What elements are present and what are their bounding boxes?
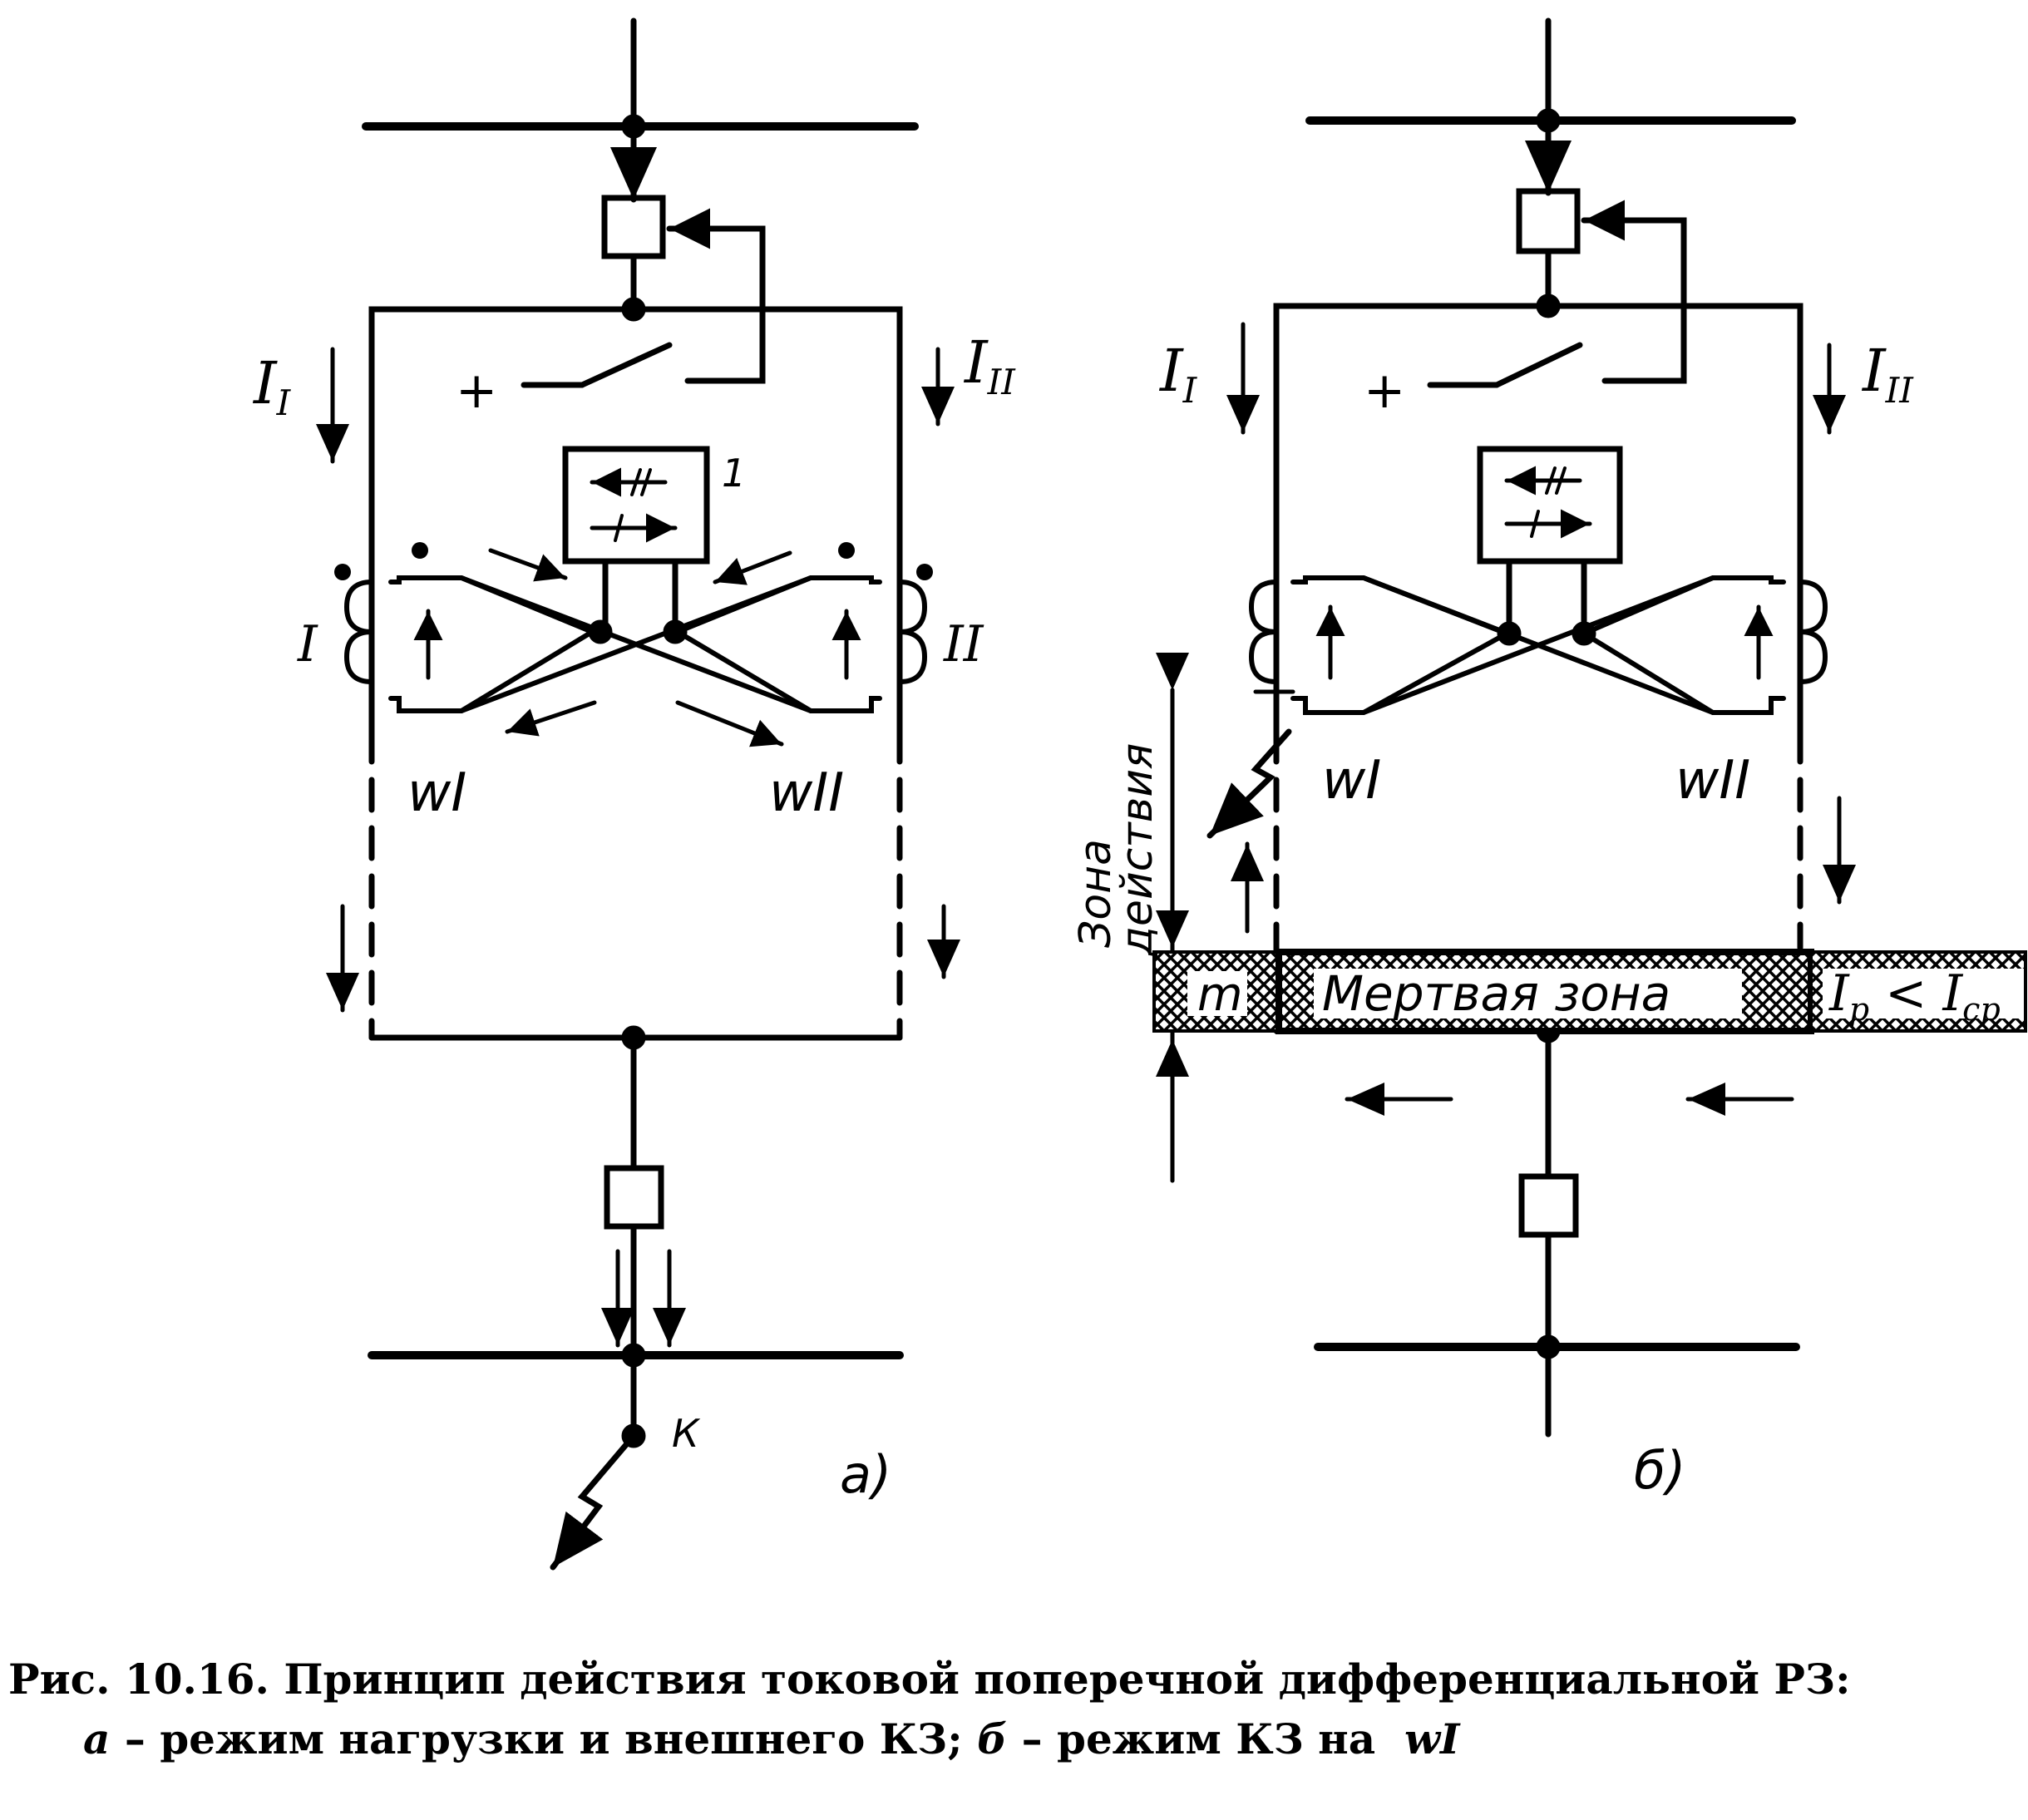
legend-a-text: – режим нагрузки и внешнего КЗ; <box>110 1714 978 1763</box>
inequality-label: Iр < Iср <box>1828 964 2001 1028</box>
line-wI-label-b: wI <box>1322 750 1381 811</box>
line-wII-label-a: wII <box>769 762 844 824</box>
ct-coil-II-a <box>897 580 928 684</box>
line-wII-label-b: wII <box>1675 750 1750 811</box>
panel-label-b: б) <box>1634 1440 1685 1501</box>
fault-arrow-a <box>550 1433 637 1571</box>
bottom-breaker-a <box>604 1165 664 1230</box>
line-wI-label-a: wI <box>407 762 466 824</box>
trip-circuit-a <box>666 208 766 384</box>
ct-coil-I-a <box>343 580 374 684</box>
current-II-label-a: III <box>963 328 1016 402</box>
legend-b-winding: wI <box>1404 1714 1460 1763</box>
figure-title: Принцип действия токовой поперечной дифф… <box>284 1655 1851 1704</box>
relay-number-label: 1 <box>722 451 746 496</box>
bottom-breaker-b <box>1518 1173 1579 1238</box>
dead-zone-label: Мертвая зона <box>1322 965 1670 1022</box>
winding-II-label-a: II <box>943 615 984 673</box>
caption-title-line: Рис. 10.16. Принцип действия токовой поп… <box>8 1655 1851 1704</box>
current-I-label-b: II <box>1158 337 1198 411</box>
panel-label-a: а) <box>840 1444 891 1505</box>
fault-arrow-b <box>1206 728 1292 839</box>
figure-number: Рис. 10.16. <box>8 1655 269 1704</box>
winding-I-label-a: I <box>297 615 318 673</box>
legend-b-letter: б <box>977 1714 1008 1763</box>
bus-node-a <box>621 114 646 139</box>
line-wII-a <box>630 306 903 589</box>
panel-b <box>1156 17 1856 1438</box>
relay-1-a <box>562 446 710 565</box>
plus-sign-b: + <box>1364 362 1405 420</box>
plus-sign-a: + <box>456 362 497 420</box>
relay-1-b <box>1477 446 1623 565</box>
fault-label-k: К <box>672 1411 701 1456</box>
current-II-label-b: III <box>1861 337 1914 411</box>
panel-a <box>316 17 960 1571</box>
circuit-diagram: II III + 1 I II wI wII К а) <box>252 17 2027 1571</box>
top-breaker-b <box>1516 188 1581 254</box>
caption-legend-line: а – режим нагрузки и внешнего КЗ; б – ре… <box>83 1714 1459 1763</box>
top-breaker-a <box>601 195 666 259</box>
zone-m-label: m <box>1197 968 1243 1022</box>
current-I-label-a: II <box>252 349 292 423</box>
zone-action-label-line2: действия <box>1113 743 1162 957</box>
line-wI-a <box>368 306 637 589</box>
zone-action-label-line1: Зона <box>1071 839 1121 948</box>
legend-a-letter: а <box>83 1714 111 1763</box>
legend-b-text: – режим КЗ на <box>1007 1714 1404 1763</box>
